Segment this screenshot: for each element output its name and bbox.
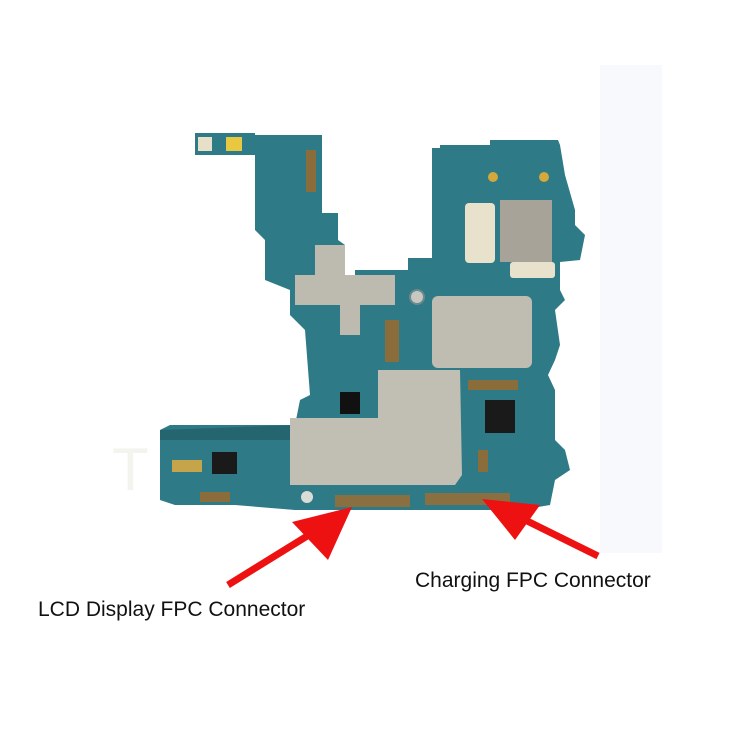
lcd-display-fpc-connector-label: LCD Display FPC Connector <box>38 598 306 621</box>
charging-fpc-connector-label: Charging FPC Connector <box>415 569 651 592</box>
background-strip <box>600 65 662 553</box>
watermark: T <box>112 436 149 503</box>
